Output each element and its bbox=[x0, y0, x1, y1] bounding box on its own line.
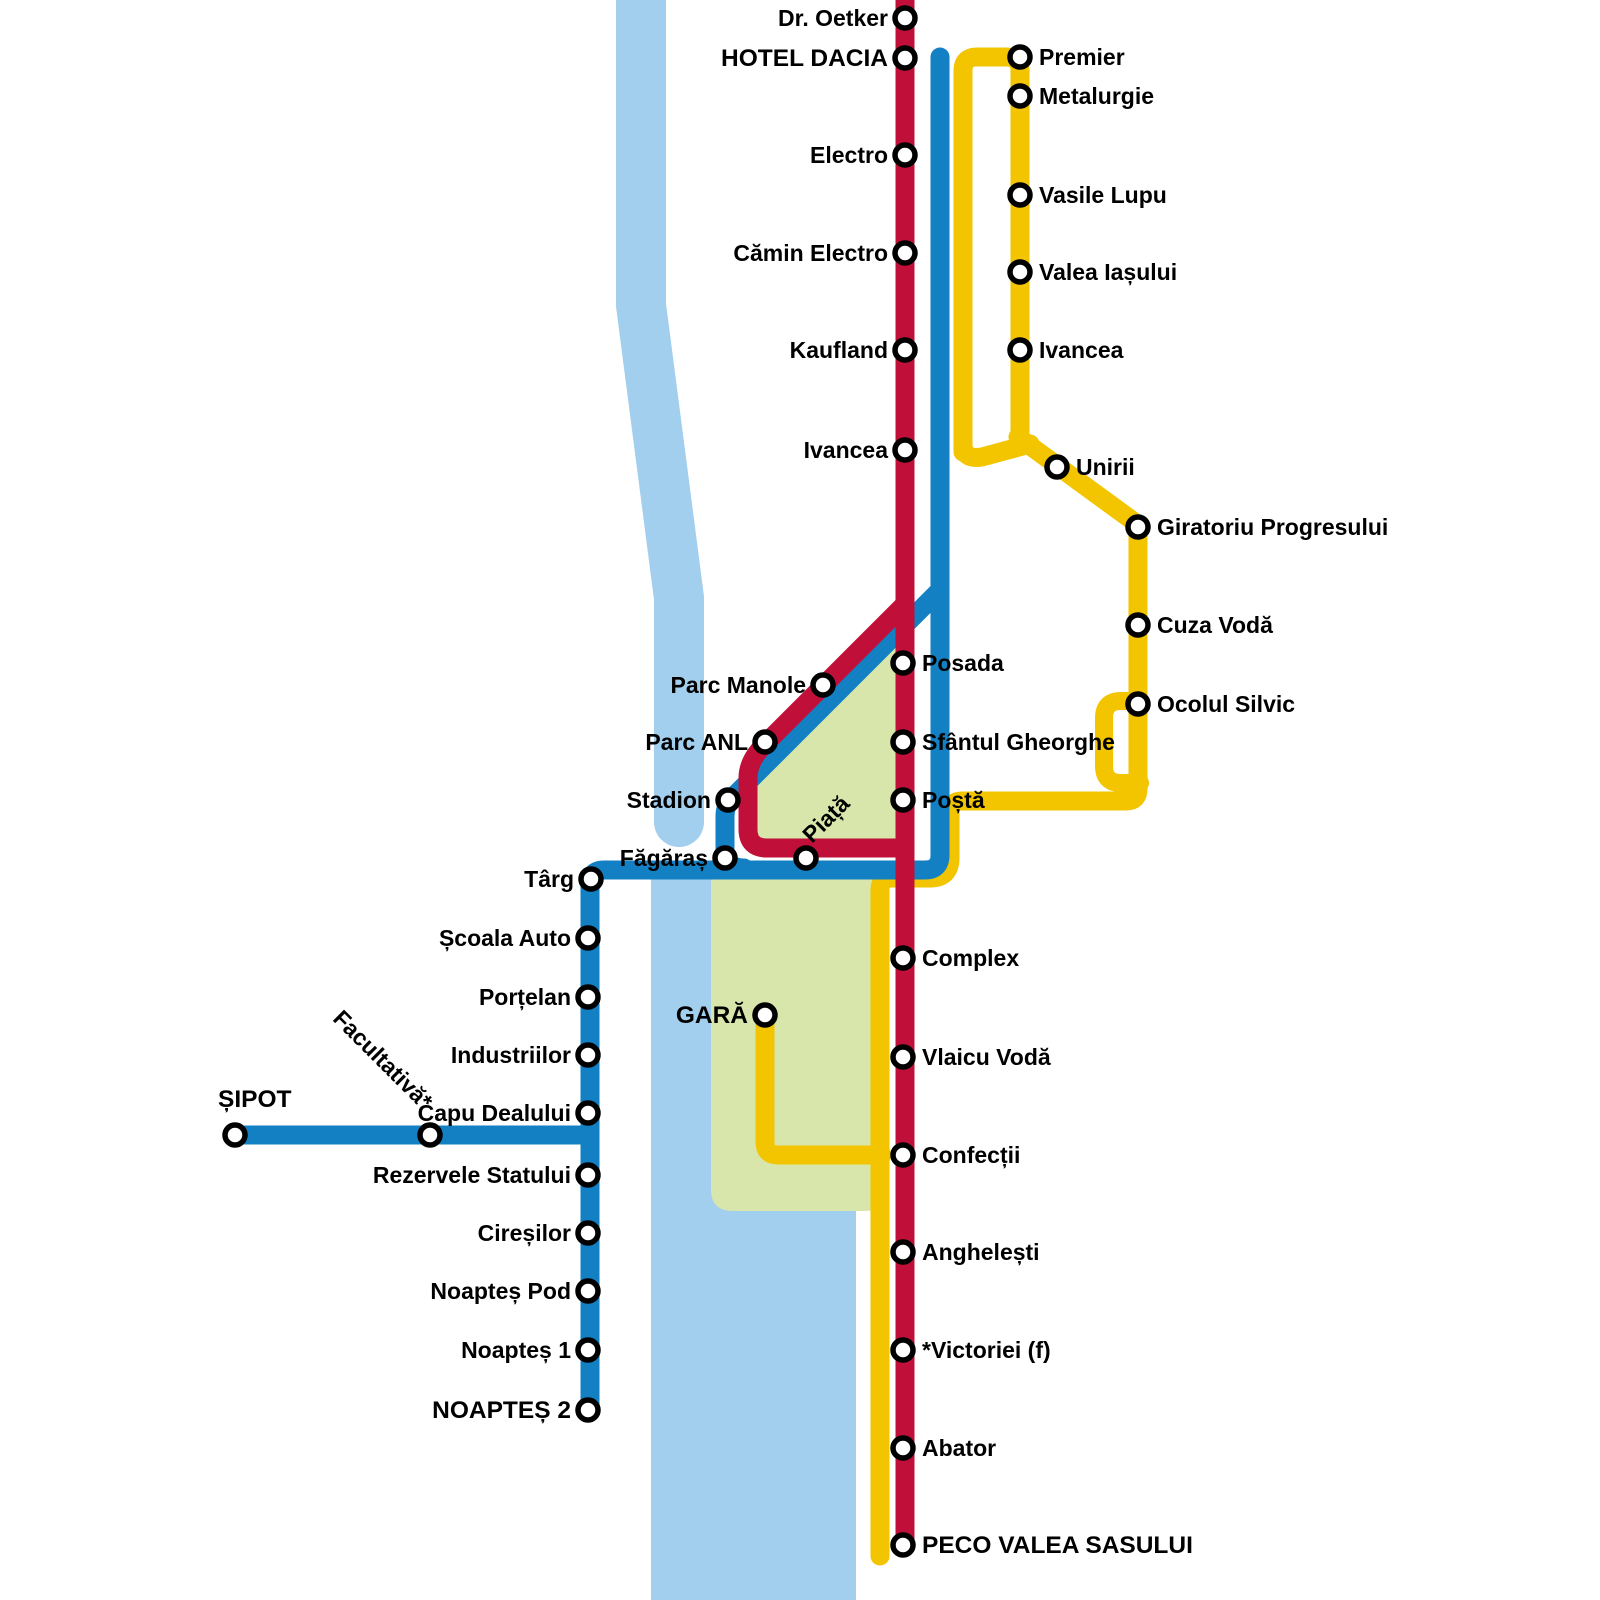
station-marker-posta bbox=[890, 787, 916, 813]
station-label-hotel-dacia: HOTEL DACIA bbox=[721, 45, 888, 72]
station-marker-unirii bbox=[1044, 454, 1070, 480]
station-marker-noaptes-pod bbox=[575, 1278, 601, 1304]
red-line-piata-loop bbox=[738, 594, 915, 858]
station-marker-fagaras bbox=[712, 845, 738, 871]
station-label-portelan: Porțelan bbox=[479, 984, 571, 1011]
yellow-line-top-balloon bbox=[953, 47, 1030, 462]
station-label-confectii: Confecții bbox=[922, 1142, 1020, 1169]
station-label-abator: Abator bbox=[922, 1435, 996, 1461]
station-marker-ivancea bbox=[1007, 337, 1033, 363]
station-marker-parc-anl bbox=[752, 729, 778, 755]
station-label-valea-iasului: Valea Iașului bbox=[1039, 259, 1177, 286]
station-label-parc-anl: Parc ANL bbox=[645, 729, 748, 755]
station-label-cuza-voda: Cuza Vodă bbox=[1157, 612, 1273, 638]
river-upper bbox=[616, 0, 704, 847]
station-marker-vlaicu-voda bbox=[890, 1044, 916, 1070]
station-label-dr-oetker: Dr. Oetker bbox=[778, 5, 888, 31]
station-marker-premier bbox=[1007, 44, 1033, 70]
station-marker-piata bbox=[793, 845, 819, 871]
station-label-vlaicu-voda: Vlaicu Vodă bbox=[922, 1044, 1051, 1070]
station-marker-noaptes-2 bbox=[575, 1397, 601, 1423]
station-marker-facultativa bbox=[417, 1122, 443, 1148]
station-label-rezervele-statului: Rezervele Statului bbox=[373, 1162, 571, 1188]
station-marker-parc-manole bbox=[810, 672, 836, 698]
yellow-line-merge bbox=[953, 434, 1040, 467]
station-label-ivancea: Ivancea bbox=[1039, 337, 1124, 363]
station-marker-sipot bbox=[222, 1122, 248, 1148]
station-marker-targ bbox=[578, 866, 604, 892]
station-marker-cuza-voda bbox=[1125, 612, 1151, 638]
station-label-facultativa: Facultativă* bbox=[328, 1005, 438, 1115]
station-label-sipot: ȘIPOT bbox=[218, 1086, 292, 1113]
station-label-complex: Complex bbox=[922, 945, 1019, 971]
station-marker-noaptes-1 bbox=[575, 1337, 601, 1363]
station-marker-electro bbox=[892, 142, 918, 168]
station-marker-victoriei-f bbox=[890, 1337, 916, 1363]
station-marker-scoala-auto bbox=[575, 925, 601, 951]
station-marker-industriilor bbox=[575, 1042, 601, 1068]
station-label-sfantul-gheorghe: Sfântul Gheorghe bbox=[922, 729, 1115, 755]
station-marker-peco-valea-sasului bbox=[890, 1532, 916, 1558]
station-label-noaptes-2: NOAPTEȘ 2 bbox=[432, 1397, 571, 1424]
station-label-posta: Poștă bbox=[922, 787, 985, 814]
station-label-ciresilor: Cireșilor bbox=[478, 1220, 571, 1247]
station-marker-kaufland bbox=[892, 337, 918, 363]
station-marker-abator bbox=[890, 1435, 916, 1461]
station-label-gara: GARĂ bbox=[676, 1001, 748, 1029]
station-marker-giratoriu-progresului bbox=[1125, 514, 1151, 540]
station-label-victoriei-f: *Victoriei (f) bbox=[922, 1337, 1051, 1363]
station-label-ivancea: Ivancea bbox=[804, 437, 889, 463]
station-marker-valea-iasului bbox=[1007, 259, 1033, 285]
station-marker-ivancea bbox=[892, 437, 918, 463]
station-label-camin-electro: Cămin Electro bbox=[733, 240, 888, 266]
station-label-stadion: Stadion bbox=[627, 787, 711, 813]
station-label-ocolul-silvic: Ocolul Silvic bbox=[1157, 691, 1295, 717]
station-label-kaufland: Kaufland bbox=[790, 337, 888, 363]
station-marker-gara bbox=[752, 1002, 778, 1028]
station-marker-sfantul-gheorghe bbox=[890, 729, 916, 755]
station-label-scoala-auto: Școala Auto bbox=[439, 925, 571, 952]
station-label-targ: Târg bbox=[524, 866, 574, 892]
station-marker-portelan bbox=[575, 984, 601, 1010]
station-marker-capu-dealului bbox=[575, 1100, 601, 1126]
yellow-line-gara-branch bbox=[755, 1013, 892, 1165]
yellow-line-hairpin-loop bbox=[1095, 692, 1149, 792]
station-label-peco-valea-sasului: PECO VALEA SASULUI bbox=[922, 1532, 1193, 1559]
station-label-noaptes-1: Noapteș 1 bbox=[461, 1337, 571, 1364]
station-marker-complex bbox=[890, 945, 916, 971]
station-label-anghelesti: Anghelești bbox=[922, 1239, 1040, 1266]
station-marker-hotel-dacia bbox=[892, 45, 918, 71]
station-label-vasile-lupu: Vasile Lupu bbox=[1039, 182, 1167, 208]
station-label-industriilor: Industriilor bbox=[451, 1042, 571, 1068]
station-marker-stadion bbox=[715, 787, 741, 813]
station-marker-anghelesti bbox=[890, 1239, 916, 1265]
station-label-unirii: Unirii bbox=[1076, 454, 1135, 480]
station-marker-metalurgie bbox=[1007, 83, 1033, 109]
station-label-metalurgie: Metalurgie bbox=[1039, 83, 1154, 109]
station-marker-ocolul-silvic bbox=[1125, 691, 1151, 717]
station-marker-camin-electro bbox=[892, 240, 918, 266]
station-marker-vasile-lupu bbox=[1007, 182, 1033, 208]
station-label-capu-dealului: Capu Dealului bbox=[418, 1100, 571, 1126]
station-label-posada: Posada bbox=[922, 650, 1004, 676]
station-marker-confectii bbox=[890, 1142, 916, 1168]
station-label-giratoriu-progresului: Giratoriu Progresului bbox=[1157, 514, 1388, 540]
station-label-parc-manole: Parc Manole bbox=[671, 672, 807, 698]
station-label-premier: Premier bbox=[1039, 44, 1125, 70]
station-label-electro: Electro bbox=[810, 142, 888, 168]
station-label-fagaras: Făgăraș bbox=[620, 845, 708, 872]
station-marker-posada bbox=[890, 650, 916, 676]
station-label-noaptes-pod: Noapteș Pod bbox=[430, 1278, 571, 1305]
station-marker-ciresilor bbox=[575, 1220, 601, 1246]
station-marker-rezervele-statului bbox=[575, 1162, 601, 1188]
station-marker-dr-oetker bbox=[892, 5, 918, 31]
